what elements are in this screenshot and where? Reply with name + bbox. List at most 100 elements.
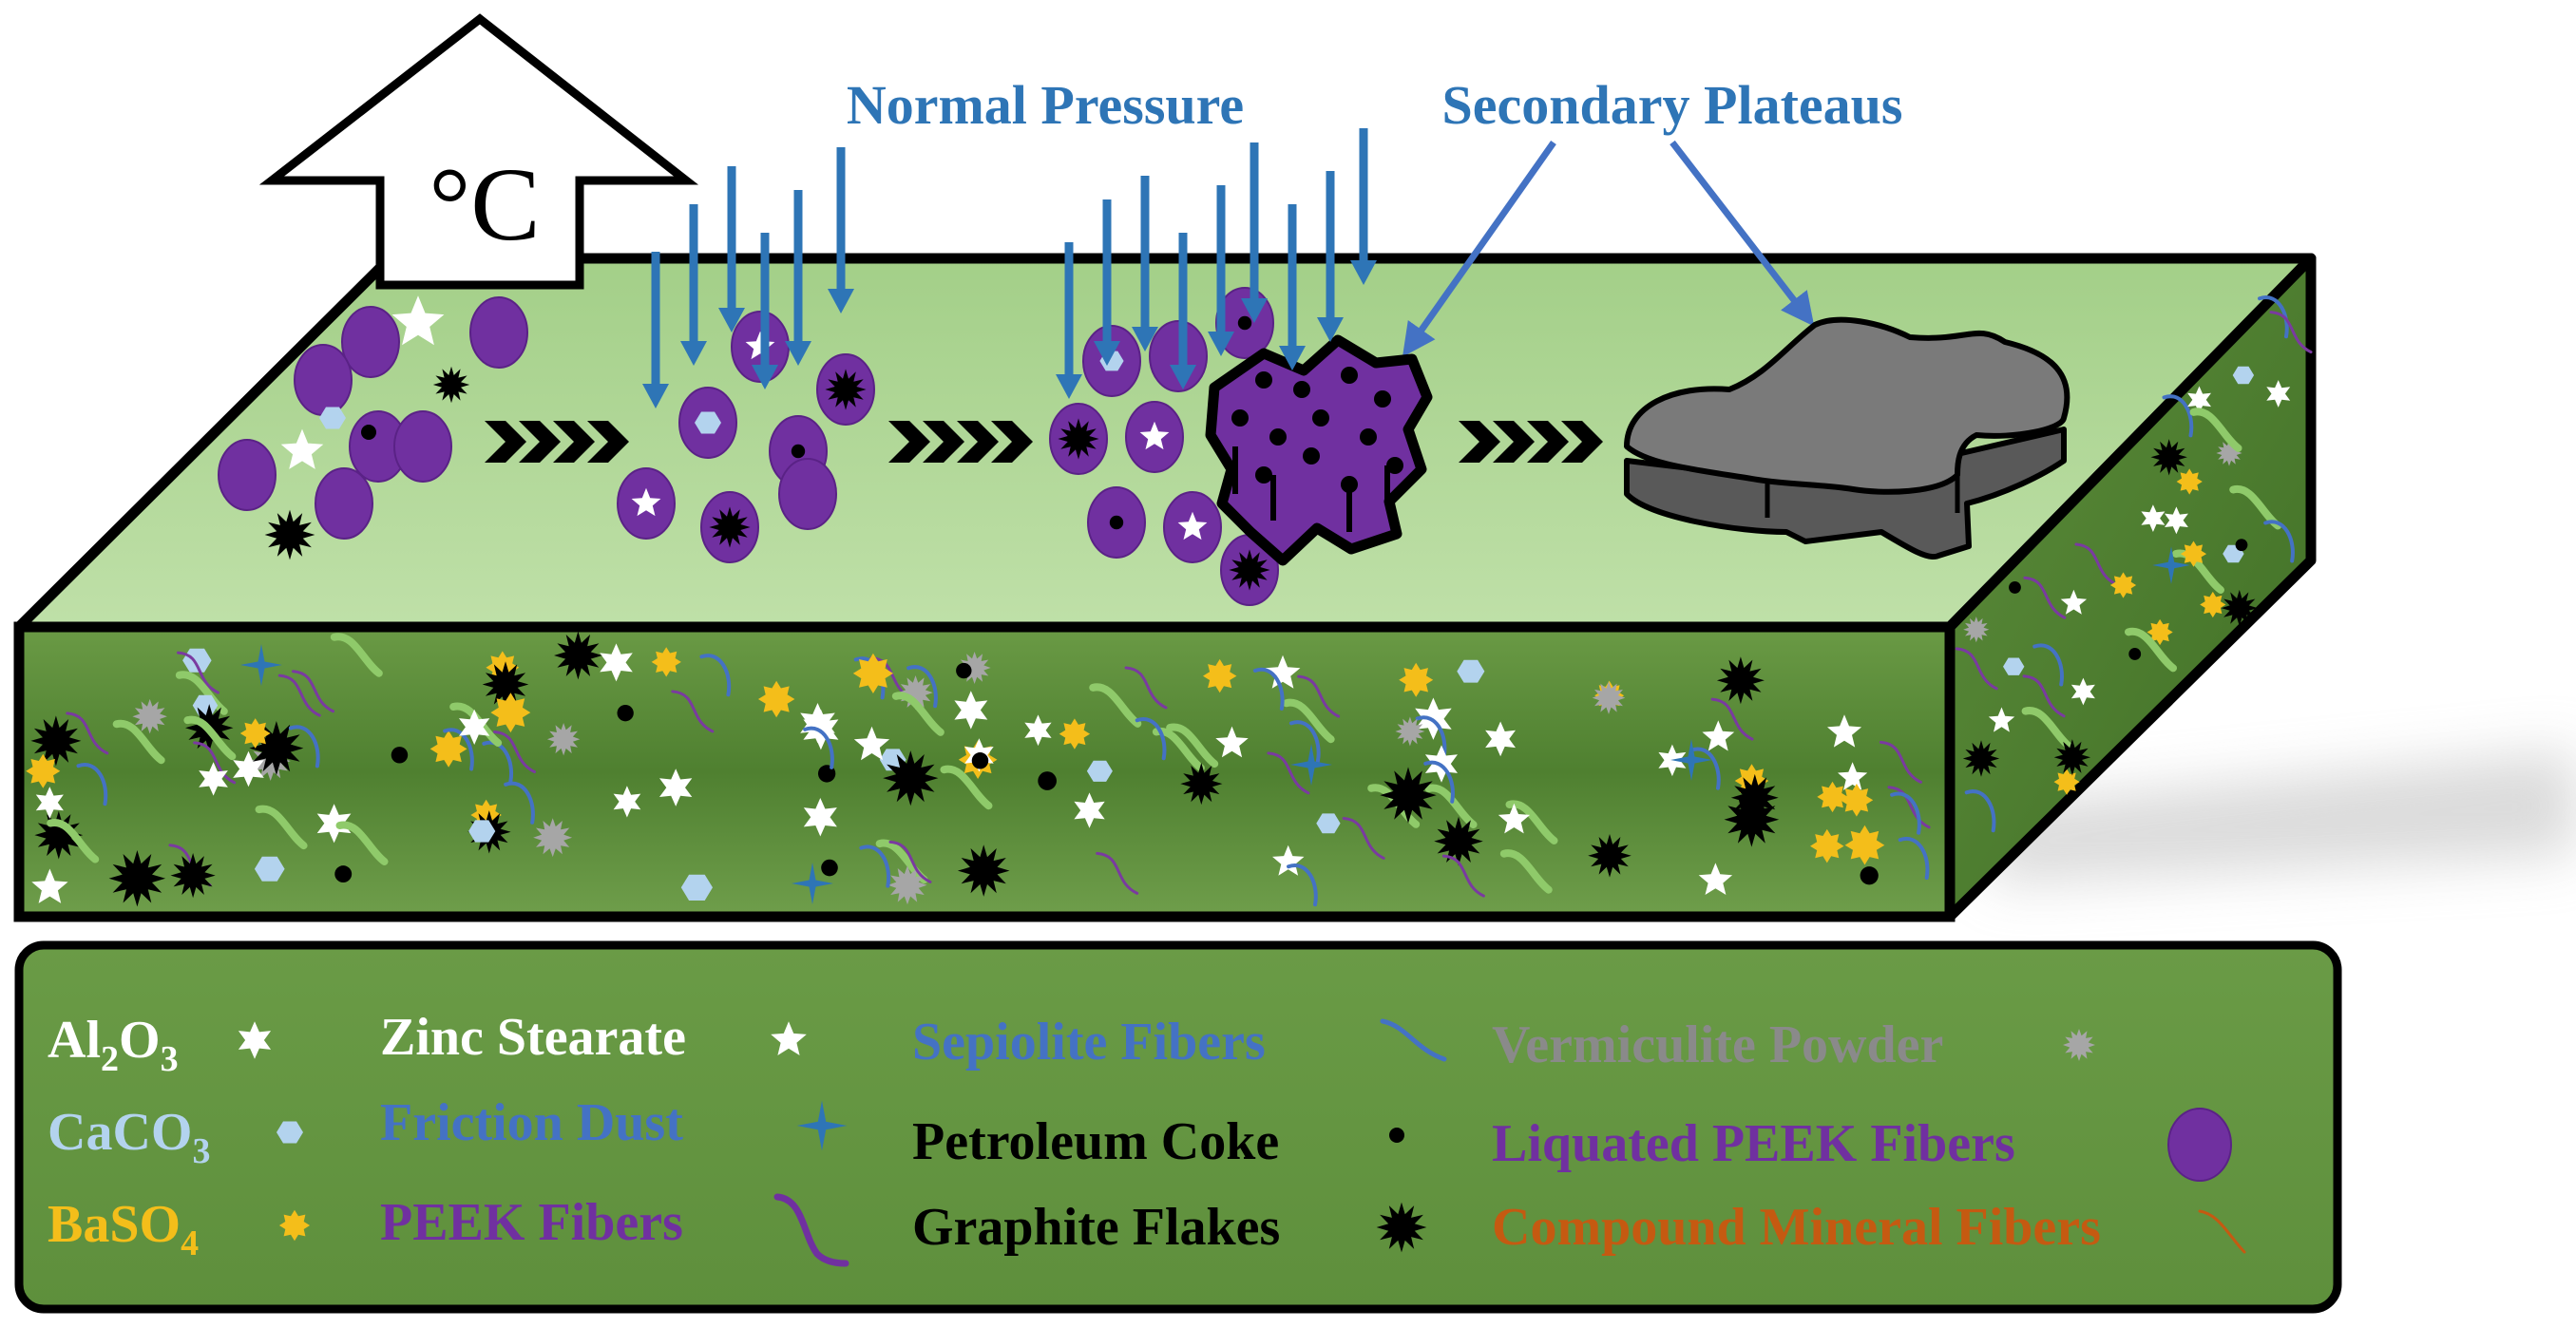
secondary-plateaus-label: Secondary Plateaus [1442,74,1903,136]
friction-dust-particle [796,1100,848,1151]
legend-baso4-label: BaSO4 [48,1195,199,1263]
mineral-fiber [175,671,228,715]
legend-zinc-stearate-label: Zinc Stearate [380,1008,686,1067]
al2o3-particle [954,691,988,730]
zinc-stearate-particle [1265,655,1301,689]
chevron [485,421,526,463]
mineral-fiber [335,821,389,865]
sepiolite-fiber [288,725,320,768]
peek-fiber [1342,816,1385,860]
baso4-particle [490,692,531,733]
petroleum-coke-particle [956,662,972,679]
sepiolite-fiber [859,844,891,888]
legend-peek-fibers-label: PEEK Fibers [380,1193,683,1252]
peek-fiber [2269,311,2313,354]
sepiolite-fiber [1964,789,1996,833]
graphite-particle [1058,418,1099,460]
sepiolite-fiber [1287,863,1318,907]
al2o3-particle [199,762,228,796]
vermiculite-particle [533,818,573,858]
chevron [519,421,561,463]
petroleum-coke-particle [2235,539,2248,552]
graphite-particle [2053,739,2091,776]
al2o3-particle [35,787,64,819]
stage-1-particles [218,295,528,560]
graphite-particle [432,366,470,404]
sepiolite-fiber [443,728,474,771]
sepiolite-fiber [2162,394,2194,438]
chevron [1561,421,1603,463]
chevron [923,421,964,463]
al2o3-particle [2141,504,2166,532]
graphite-particle [1380,767,1437,824]
caco3-particle [468,820,496,843]
caco3-particle [680,874,713,901]
graphite-particle [883,750,939,806]
liquated-peek-particle [218,439,277,511]
baso4-particle [757,680,795,718]
liquated-peek-particle [315,467,373,540]
peek-fiber [193,741,237,785]
vermiculite-particle [1963,617,1990,643]
al2o3-particle [1485,721,1516,757]
mineral-fiber [330,633,383,677]
al2o3-particle [2187,386,2211,414]
chevron [1527,421,1569,463]
petroleum-coke-particle [2128,648,2142,660]
baso4-particle [2053,768,2080,795]
al2o3-particle [1024,714,1052,747]
legend-friction-dust-label: Friction Dust [380,1093,683,1152]
chevron [1459,421,1500,463]
pressure-arrow [785,190,811,366]
peek-fiber [1124,666,1168,710]
mineral-fiber [183,715,237,761]
mineral-fiber [1505,800,1558,844]
peek-fiber [1710,697,1754,741]
vermiculite-particle [2063,1029,2095,1061]
sepiolite-fiber [1135,717,1167,761]
liquated-peek-particle [1149,320,1208,392]
graphite-particle [554,631,602,680]
pressure-arrow [1317,171,1344,342]
zinc-stearate-particle [2060,589,2088,615]
graphite-particle [30,715,82,767]
al2o3-particle [2070,677,2095,706]
chevron [1493,421,1535,463]
graphite-particle [482,661,529,708]
vermiculite-particle [546,723,581,756]
graphite-particle [1724,791,1780,847]
al2o3-particle [803,798,837,837]
zinc-stearate-particle [1498,803,1531,834]
vermiculite-particle [958,652,991,684]
chevron [553,421,595,463]
graphite-particle [825,369,867,410]
pressure-arrow [1094,199,1120,366]
graphite-particle [1180,763,1223,806]
caco3-particle [695,411,721,434]
baso4-particle [2176,468,2203,495]
baso4-particle [278,1209,311,1242]
al2o3-particle [600,643,633,682]
caco3-particle [182,648,212,673]
pressure-arrow [1170,233,1196,389]
temperature-up-arrow: °C [258,13,699,290]
vermiculite-particle [1592,681,1626,714]
chevron [587,421,629,463]
mineral-fiber [2125,627,2177,673]
zinc-stearate-particle [391,295,445,346]
pressure-arrow [718,166,745,332]
legend-caco3-label: CaCO3 [48,1103,210,1171]
friction-dust-particle [240,644,282,686]
cluster-dot [1255,466,1272,484]
vermiculite-particle [1395,716,1425,747]
friction-dust-particle [1670,739,1712,781]
cluster-dot [1231,409,1249,427]
graphite-particle [108,850,166,907]
baso4-particle [2200,591,2226,618]
mineral-fiber [2021,707,2074,751]
al2o3-particle [238,1021,272,1059]
legend-peek-fiber-icon [773,1193,849,1267]
graphite-particle [249,721,304,776]
friction-dust-particle [1290,744,1332,786]
legend-liquated-peek-icon [2167,1108,2232,1182]
